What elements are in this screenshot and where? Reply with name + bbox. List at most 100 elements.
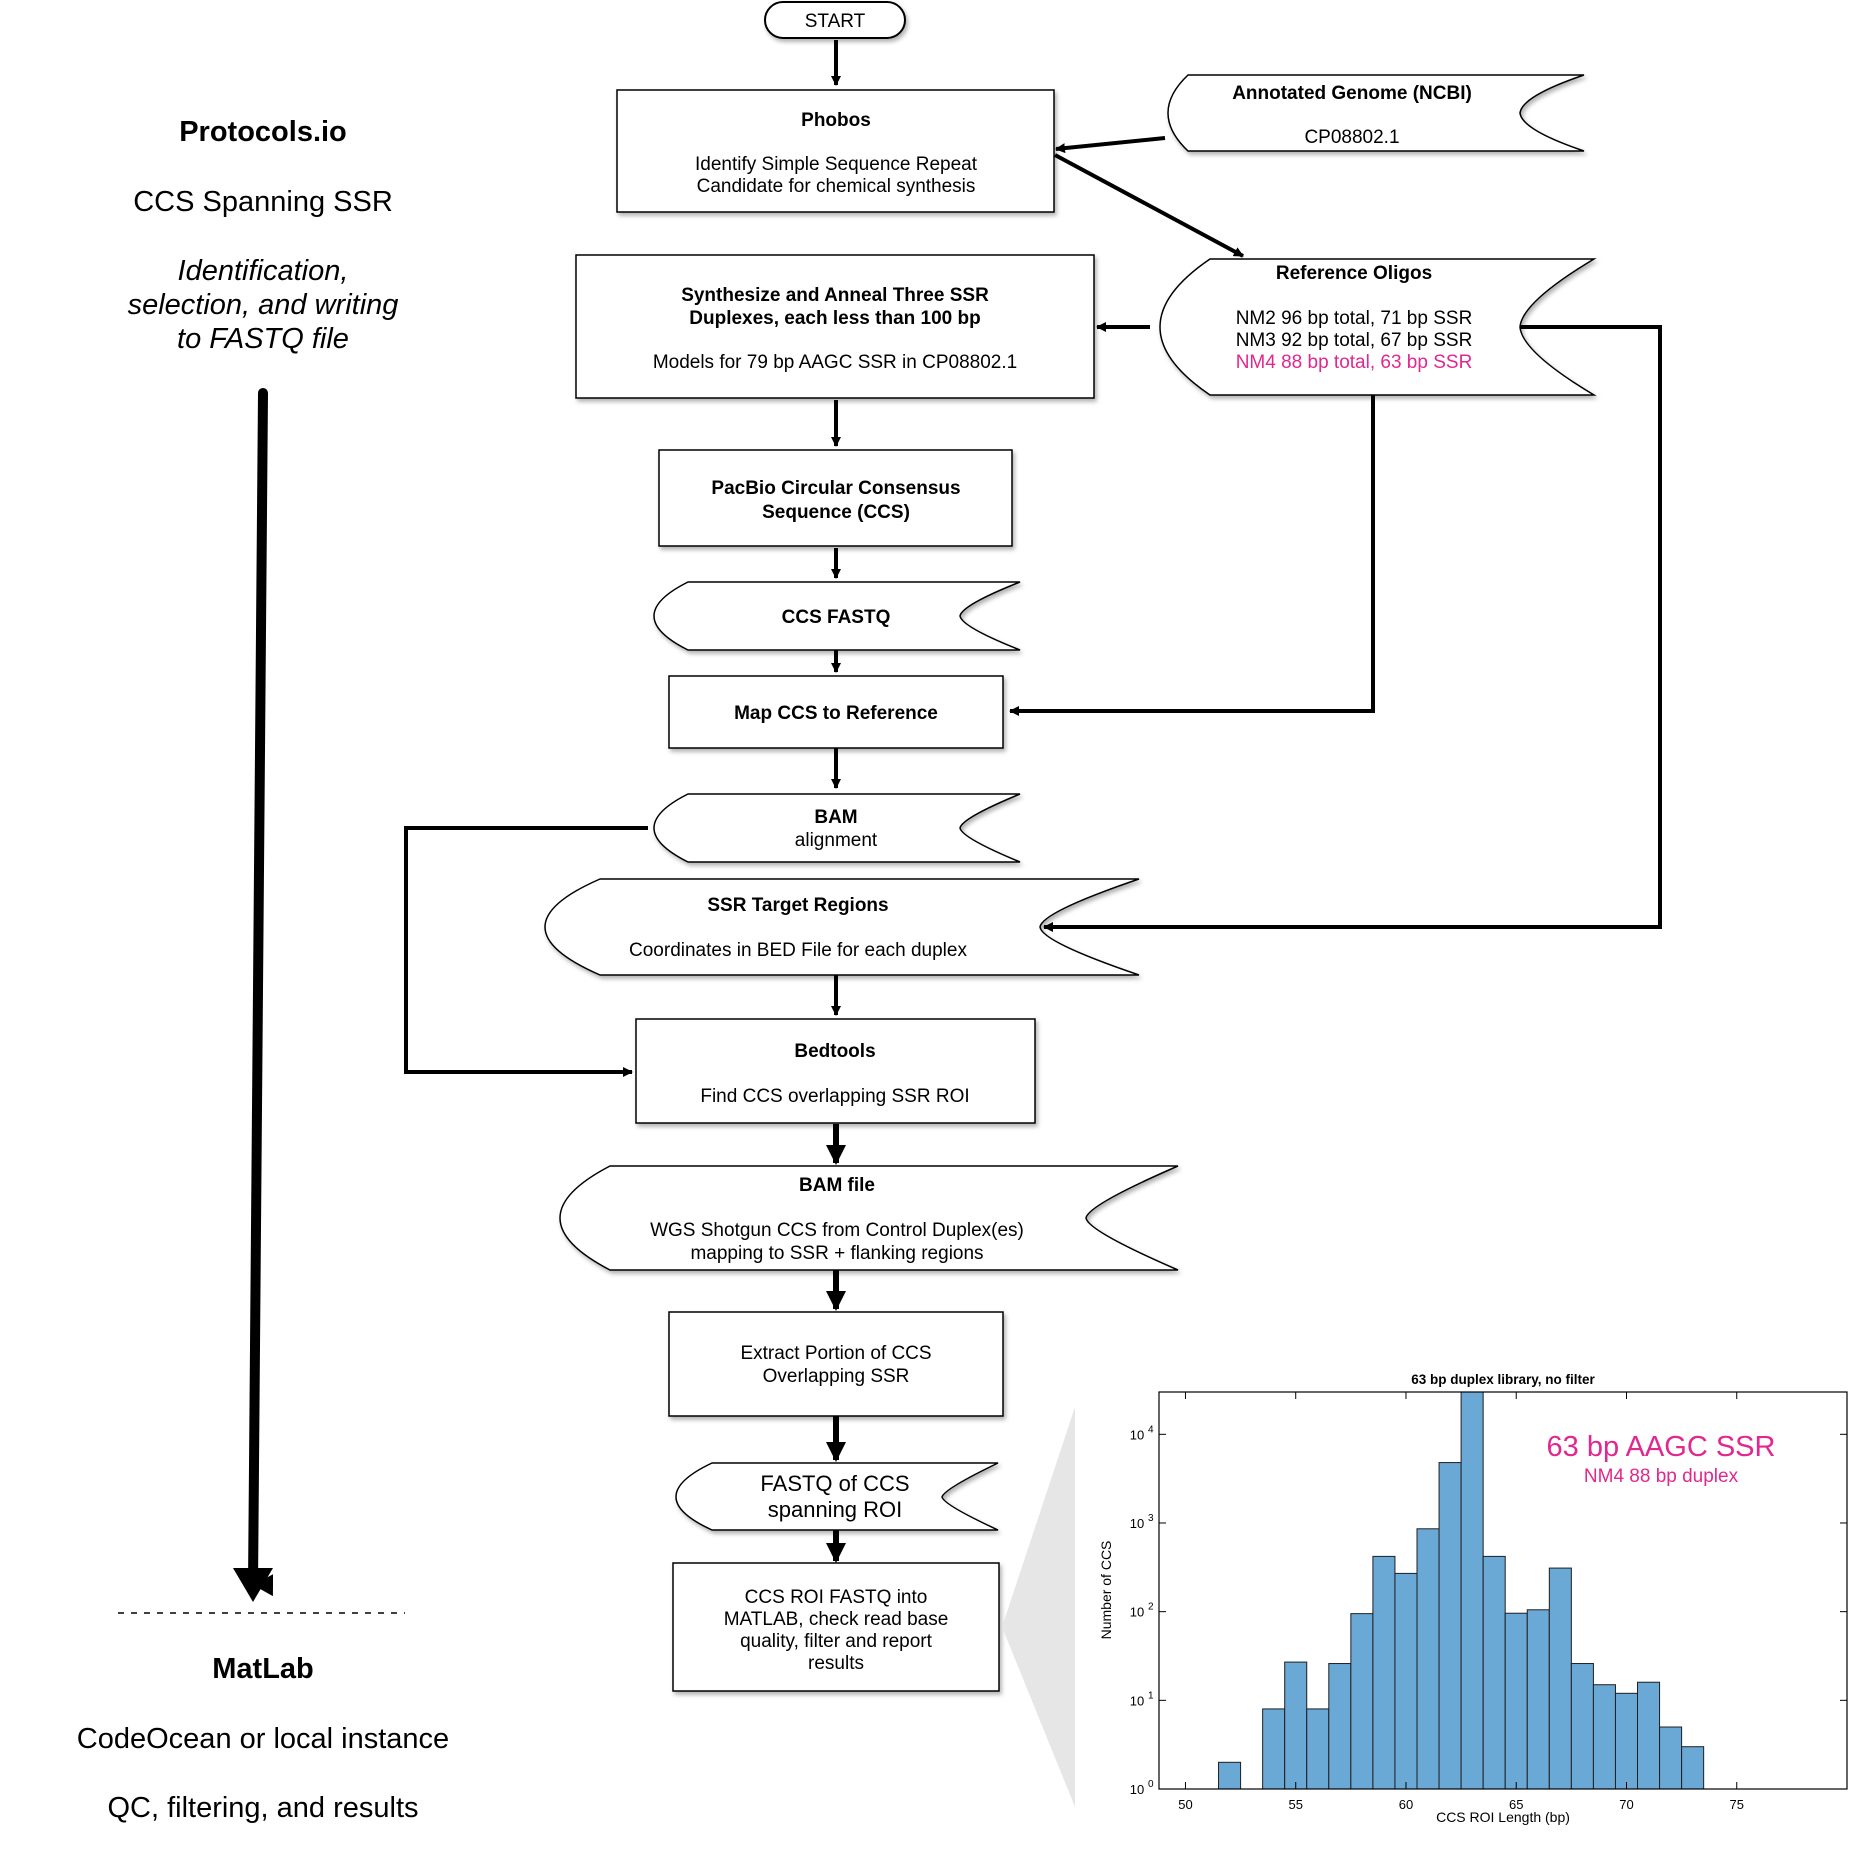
annotated-genome-data[interactable]: Annotated Genome (NCBI) CP08802.1 [1167,74,1585,152]
histogram-bar [1614,1692,1639,1790]
chart-callout-fan [1002,1407,1075,1807]
map-ccs-process[interactable]: Map CCS to Reference [668,675,1004,749]
y-tick-label: 10 [1130,1693,1144,1708]
histogram-bar [1526,1609,1550,1790]
histogram-bar [1416,1528,1440,1790]
map-label: Map CCS to Reference [734,703,938,724]
matlab-step-line3: quality, filter and report [740,1631,933,1652]
y-tick-exponent: 3 [1148,1513,1154,1524]
histogram-bar [1438,1462,1462,1790]
sidebar: Protocols.io CCS Spanning SSR Identifica… [77,116,449,1824]
fastq-roi-line2: spanning ROI [768,1497,903,1522]
x-tick-label: 65 [1509,1797,1523,1812]
histogram-bar [1350,1613,1374,1790]
y-tick-label: 10 [1130,1782,1144,1797]
histogram-bar [1482,1555,1506,1790]
ssr-detail: Coordinates in BED File for each duplex [629,940,967,961]
plot-frame [1158,1391,1848,1790]
ccs-fastq-label: CCS FASTQ [782,607,891,628]
fastq-roi-data[interactable]: FASTQ of CCS spanning ROI [675,1462,999,1531]
histogram-bar [1570,1663,1594,1790]
phobos-line2: Candidate for chemical synthesis [697,176,976,197]
genome-title: Annotated Genome (NCBI) [1232,83,1472,104]
arrow-oligos-to-ssr [1043,325,1662,932]
x-tick-label: 70 [1619,1797,1633,1812]
pacbio-process[interactable]: PacBio Circular Consensus Sequence (CCS) [658,449,1013,547]
fastq-roi-line1: FASTQ of CCS [760,1471,909,1496]
bam-file-line2: mapping to SSR + flanking regions [690,1243,983,1264]
histogram-bar [1637,1681,1661,1790]
oligos-title: Reference Oligos [1276,263,1432,284]
chart-title: 63 bp duplex library, no filter [1411,1372,1595,1387]
start-node[interactable]: START [764,1,906,39]
protocols-desc-line1: Identification, [178,255,349,287]
arrow-bam-to-bedtools [404,826,648,1077]
matlab-subtitle: CodeOcean or local instance [77,1723,449,1755]
synth-title-line2: Duplexes, each less than 100 bp [689,308,980,329]
synth-detail: Models for 79 bp AAGC SSR in CP08802.1 [653,352,1017,373]
histogram-bar [1504,1612,1528,1790]
x-tick-label: 55 [1288,1797,1302,1812]
matlab-process[interactable]: CCS ROI FASTQ into MATLAB, check read ba… [672,1562,1000,1692]
bam-sub: alignment [795,830,878,851]
extract-line2: Overlapping SSR [763,1366,910,1387]
histogram-bar [1306,1708,1330,1790]
histogram-bar [1218,1761,1242,1790]
matlab-step-line2: MATLAB, check read base [724,1609,949,1630]
synth-title-line1: Synthesize and Anneal Three SSR [681,285,989,306]
ssr-title: SSR Target Regions [707,895,888,916]
histogram-bar [1681,1746,1705,1790]
chart-annotation-title: 63 bp AAGC SSR [1547,1431,1776,1463]
protocols-desc-line3: to FASTQ file [177,323,349,355]
histogram-bar [1592,1684,1616,1790]
pacbio-line2: Sequence (CCS) [762,502,910,523]
bam-file-data[interactable]: BAM file WGS Shotgun CCS from Control Du… [559,1165,1179,1271]
arrow-oligos-to-map [1009,395,1375,716]
y-tick-label: 10 [1130,1516,1144,1531]
start-label: START [805,11,866,32]
ccs-fastq-data[interactable]: CCS FASTQ [653,581,1021,651]
histogram-bar [1659,1726,1683,1790]
pipeline-arrow [248,388,274,1597]
phobos-line1: Identify Simple Sequence Repeat [695,154,978,175]
bedtools-detail: Find CCS overlapping SSR ROI [700,1086,969,1107]
y-tick-exponent: 4 [1148,1424,1154,1435]
reference-oligos-data[interactable]: Reference Oligos NM2 96 bp total, 71 bp … [1159,258,1597,396]
histogram-bar [1372,1555,1396,1790]
bam-data[interactable]: BAM alignment [653,793,1021,863]
oligos-line-nm2: NM2 96 bp total, 71 bp SSR [1236,308,1473,329]
protocols-title: Protocols.io [179,116,347,148]
pacbio-line1: PacBio Circular Consensus [711,478,960,499]
ssr-target-data[interactable]: SSR Target Regions Coordinates in BED Fi… [544,878,1140,976]
extract-process[interactable]: Extract Portion of CCS Overlapping SSR [668,1311,1004,1417]
chart-annotation-subtitle: NM4 88 bp duplex [1584,1466,1739,1487]
oligos-line-nm3: NM3 92 bp total, 67 bp SSR [1236,330,1473,351]
bam-file-title: BAM file [799,1175,875,1196]
histogram-bar [1262,1708,1286,1790]
phobos-process[interactable]: Phobos Identify Simple Sequence Repeat C… [616,89,1055,213]
x-axis-label: CCS ROI Length (bp) [1436,1809,1570,1825]
arrow-genome-to-phobos [1055,136,1166,154]
matlab-step-line1: CCS ROI FASTQ into [745,1587,928,1608]
protocols-subtitle: CCS Spanning SSR [133,186,393,218]
y-tick-label: 10 [1130,1605,1144,1620]
histogram-bar [1328,1663,1352,1790]
phobos-title: Phobos [801,110,871,131]
synthesize-process[interactable]: Synthesize and Anneal Three SSR Duplexes… [575,254,1095,399]
extract-line1: Extract Portion of CCS [740,1343,931,1364]
protocols-desc-line2: selection, and writing [128,289,399,321]
x-tick-label: 50 [1178,1797,1192,1812]
matlab-step-line4: results [808,1653,864,1674]
histogram-bar [1548,1567,1572,1790]
y-tick-exponent: 2 [1148,1602,1154,1613]
bedtools-process[interactable]: Bedtools Find CCS overlapping SSR ROI [635,1018,1036,1124]
connectors [404,40,1662,1563]
arrow-phobos-to-oligos [1054,153,1244,258]
histogram-bar [1460,1391,1484,1790]
y-tick-exponent: 0 [1148,1779,1154,1790]
matlab-title: MatLab [212,1653,314,1685]
